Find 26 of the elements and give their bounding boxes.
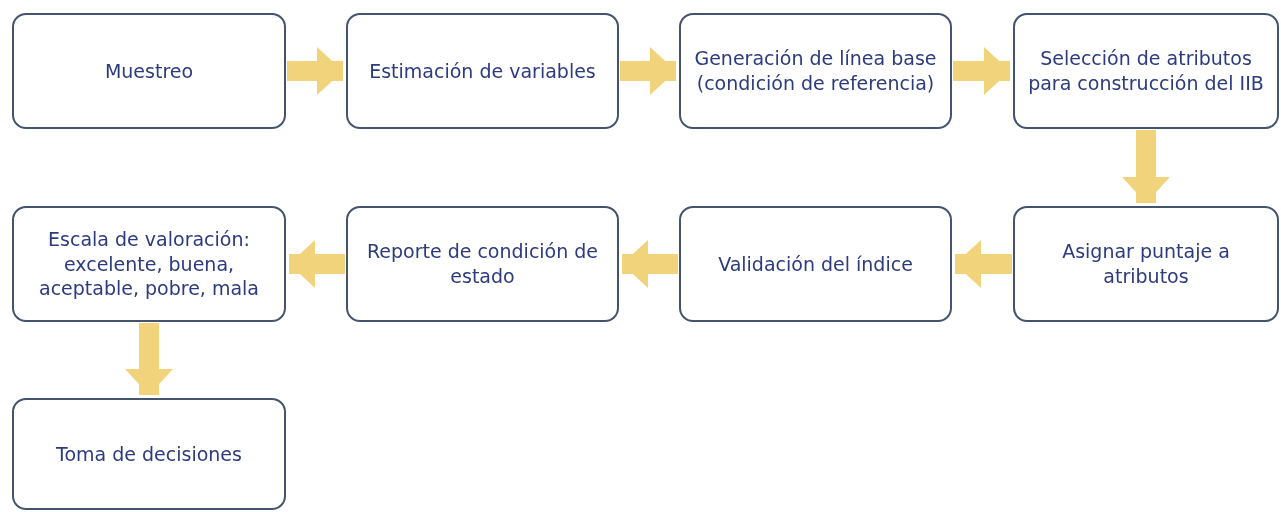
box-label: Estimación de variables	[369, 58, 596, 84]
arrow	[955, 240, 1012, 288]
box-label: Reporte de condición de estado	[365, 239, 600, 289]
box-label: Escala de valoración: excelente, buena, aceptable, pobre, mala	[38, 226, 260, 302]
process-box	[12, 13, 286, 129]
arrow	[287, 47, 343, 95]
process-box	[12, 398, 286, 510]
box-label: Muestreo	[104, 58, 194, 84]
box-label: Generación de línea base (condición de referencia)	[693, 46, 938, 96]
process-box	[679, 13, 952, 129]
box-label: Toma de decisiones	[56, 441, 242, 467]
arrow	[1122, 130, 1170, 203]
arrow	[125, 323, 173, 395]
arrow	[953, 47, 1010, 95]
process-box	[12, 206, 286, 322]
box-label: Selección de atributos para construcción del IIB	[1027, 46, 1265, 96]
arrow	[289, 240, 345, 288]
process-box	[346, 13, 619, 129]
process-box	[346, 206, 619, 322]
box-label: Validación del índice	[718, 251, 913, 277]
process-box	[1013, 206, 1279, 322]
process-box	[1013, 13, 1279, 129]
arrow	[622, 240, 678, 288]
arrow	[620, 47, 676, 95]
box-label: Asignar puntaje a atributos	[1061, 239, 1231, 289]
process-box	[679, 206, 952, 322]
